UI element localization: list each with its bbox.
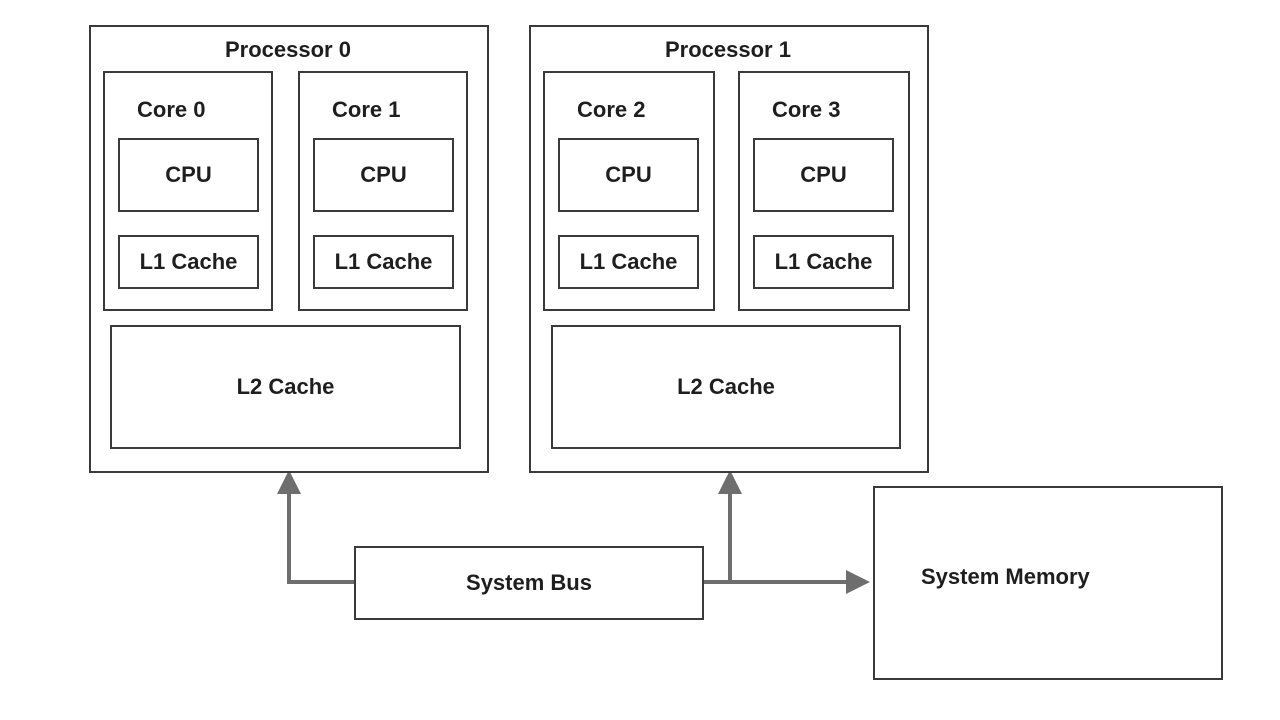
system-bus: System Bus (354, 546, 704, 620)
processor-1-title: Processor 1 (665, 37, 791, 62)
core-1-title: Core 1 (332, 97, 401, 122)
core-3: Core 3 CPU L1 Cache (738, 71, 910, 311)
processor-0-l2-cache: L2 Cache (110, 325, 461, 449)
bus-to-processor-0-arrow (277, 470, 356, 584)
core-3-cpu-label: CPU (800, 162, 847, 187)
system-memory: System Memory (873, 486, 1223, 680)
core-1-cpu: CPU (313, 138, 454, 212)
processor-0-l2-label: L2 Cache (236, 374, 335, 399)
core-2-cpu: CPU (558, 138, 699, 212)
core-0-l1-label: L1 Cache (139, 249, 238, 274)
core-3-title: Core 3 (772, 97, 841, 122)
core-2-l1-cache: L1 Cache (558, 235, 699, 289)
core-1-l1-label: L1 Cache (334, 249, 433, 274)
processor-1-l2-label: L2 Cache (677, 374, 775, 399)
core-0-title: Core 0 (137, 97, 206, 122)
core-1-cpu-label: CPU (360, 162, 407, 187)
core-0-cpu-label: CPU (165, 162, 212, 187)
system-bus-label: System Bus (466, 570, 592, 595)
processor-0-title: Processor 0 (225, 37, 351, 62)
core-0-cpu: CPU (118, 138, 259, 212)
core-2-l1-label: L1 Cache (579, 249, 678, 274)
core-2-cpu-label: CPU (605, 162, 652, 187)
core-3-l1-cache: L1 Cache (753, 235, 894, 289)
core-0: Core 0 CPU L1 Cache (103, 71, 273, 311)
system-memory-label: System Memory (921, 564, 1090, 589)
core-3-cpu: CPU (753, 138, 894, 212)
processor-1-l2-cache: L2 Cache (551, 325, 901, 449)
processor-0: Processor 0 Core 0 CPU L1 Cache Core 1 C… (89, 25, 489, 473)
core-2-title: Core 2 (577, 97, 646, 122)
core-3-l1-label: L1 Cache (774, 249, 873, 274)
core-1-l1-cache: L1 Cache (313, 235, 454, 289)
core-0-l1-cache: L1 Cache (118, 235, 259, 289)
processor-1: Processor 1 Core 2 CPU L1 Cache Core 3 C… (529, 25, 929, 473)
core-2: Core 2 CPU L1 Cache (543, 71, 715, 311)
core-1: Core 1 CPU L1 Cache (298, 71, 468, 311)
